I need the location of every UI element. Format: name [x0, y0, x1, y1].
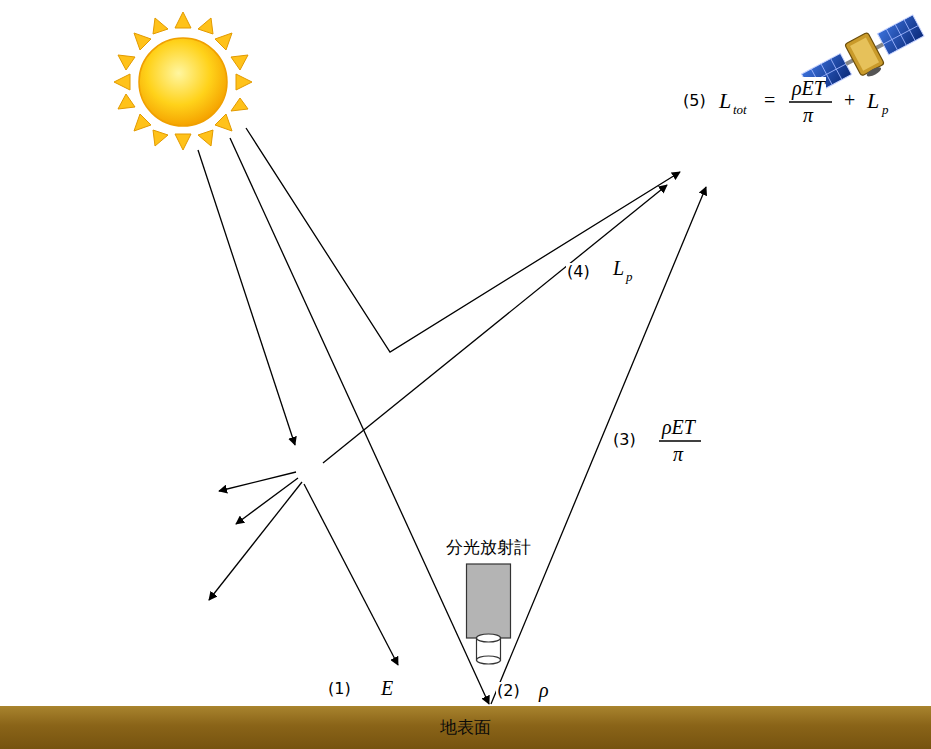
fraction-bar	[659, 440, 701, 441]
numerator: ρET	[791, 77, 826, 100]
callout-number: (5)	[682, 92, 707, 110]
subscript: p	[625, 270, 634, 285]
ground-band: 地表面	[0, 706, 931, 749]
callout-number: (1)	[327, 680, 352, 698]
device-label: 分光放射計	[443, 536, 534, 559]
numerator: ρET	[661, 416, 696, 439]
variable: L	[612, 257, 625, 280]
subscript: tot	[732, 103, 748, 118]
subscript: p	[881, 103, 890, 118]
denominator: π	[672, 443, 684, 466]
callout-number: (2)	[496, 682, 521, 700]
variable: L	[718, 88, 732, 113]
callout-number: (3)	[612, 431, 637, 449]
radiation-paths	[198, 128, 706, 704]
spectroradiometer: 分光放射計	[443, 536, 534, 667]
variable: ρ	[538, 679, 550, 702]
callout-number: (4)	[566, 263, 591, 281]
ground-label: 地表面	[440, 716, 491, 739]
device-body	[443, 563, 534, 667]
variable: E	[380, 677, 394, 700]
fraction-bar	[789, 101, 832, 102]
sun-icon	[114, 12, 252, 150]
operator: =	[763, 89, 776, 112]
denominator: π	[802, 104, 814, 127]
operator: +	[843, 89, 856, 112]
variable: L	[866, 88, 880, 113]
